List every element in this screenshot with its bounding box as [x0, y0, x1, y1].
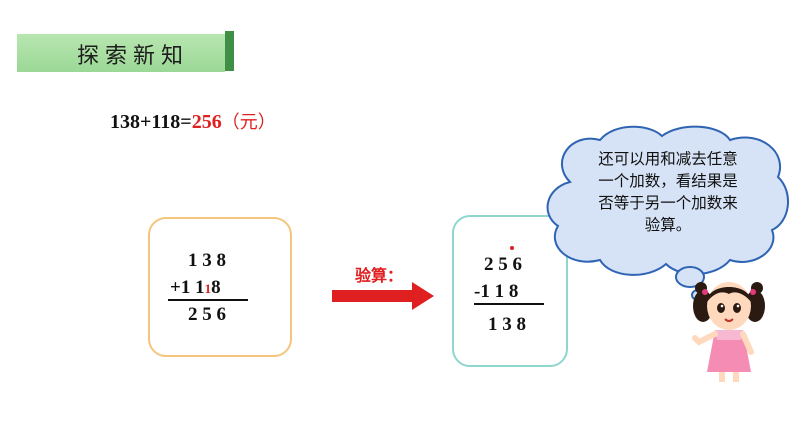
addition-row2-digits: 1 1 — [181, 277, 205, 298]
subtraction-underline — [474, 303, 544, 305]
subtraction-result: 1 3 8 — [488, 314, 526, 336]
addition-row1: 1 3 8 — [188, 250, 226, 272]
addition-underline — [168, 299, 248, 301]
bubble-line: 否等于另一个加数来 — [558, 192, 778, 214]
addition-row2: +1 118 — [170, 277, 221, 299]
addition-result: 2 5 6 — [188, 304, 226, 326]
girl-illustration — [685, 272, 775, 382]
addition-row2-last: 8 — [211, 277, 221, 298]
bubble-line: 一个加数，看结果是 — [558, 170, 778, 192]
bubble-line: 还可以用和减去任意 — [558, 148, 778, 170]
borrow-dot — [510, 246, 514, 250]
section-badge: 探索新知 — [17, 34, 225, 72]
subtraction-row2: -1 1 8 — [474, 281, 518, 303]
equation: 138+118=256（元） — [110, 108, 276, 134]
equation-result: 256 — [192, 111, 222, 133]
equation-unit: （元） — [222, 112, 276, 133]
addition-operator: + — [170, 277, 181, 298]
section-title: 探索新知 — [77, 38, 189, 70]
subtraction-row1: 2 5 6 — [484, 254, 522, 276]
bubble-line: 验算。 — [558, 214, 778, 236]
bubble-text: 还可以用和减去任意 一个加数，看结果是 否等于另一个加数来 验算。 — [558, 148, 778, 236]
section-badge-edge — [225, 31, 234, 71]
equation-prefix: 138+118= — [110, 111, 192, 133]
right-arrow-icon — [332, 282, 436, 310]
